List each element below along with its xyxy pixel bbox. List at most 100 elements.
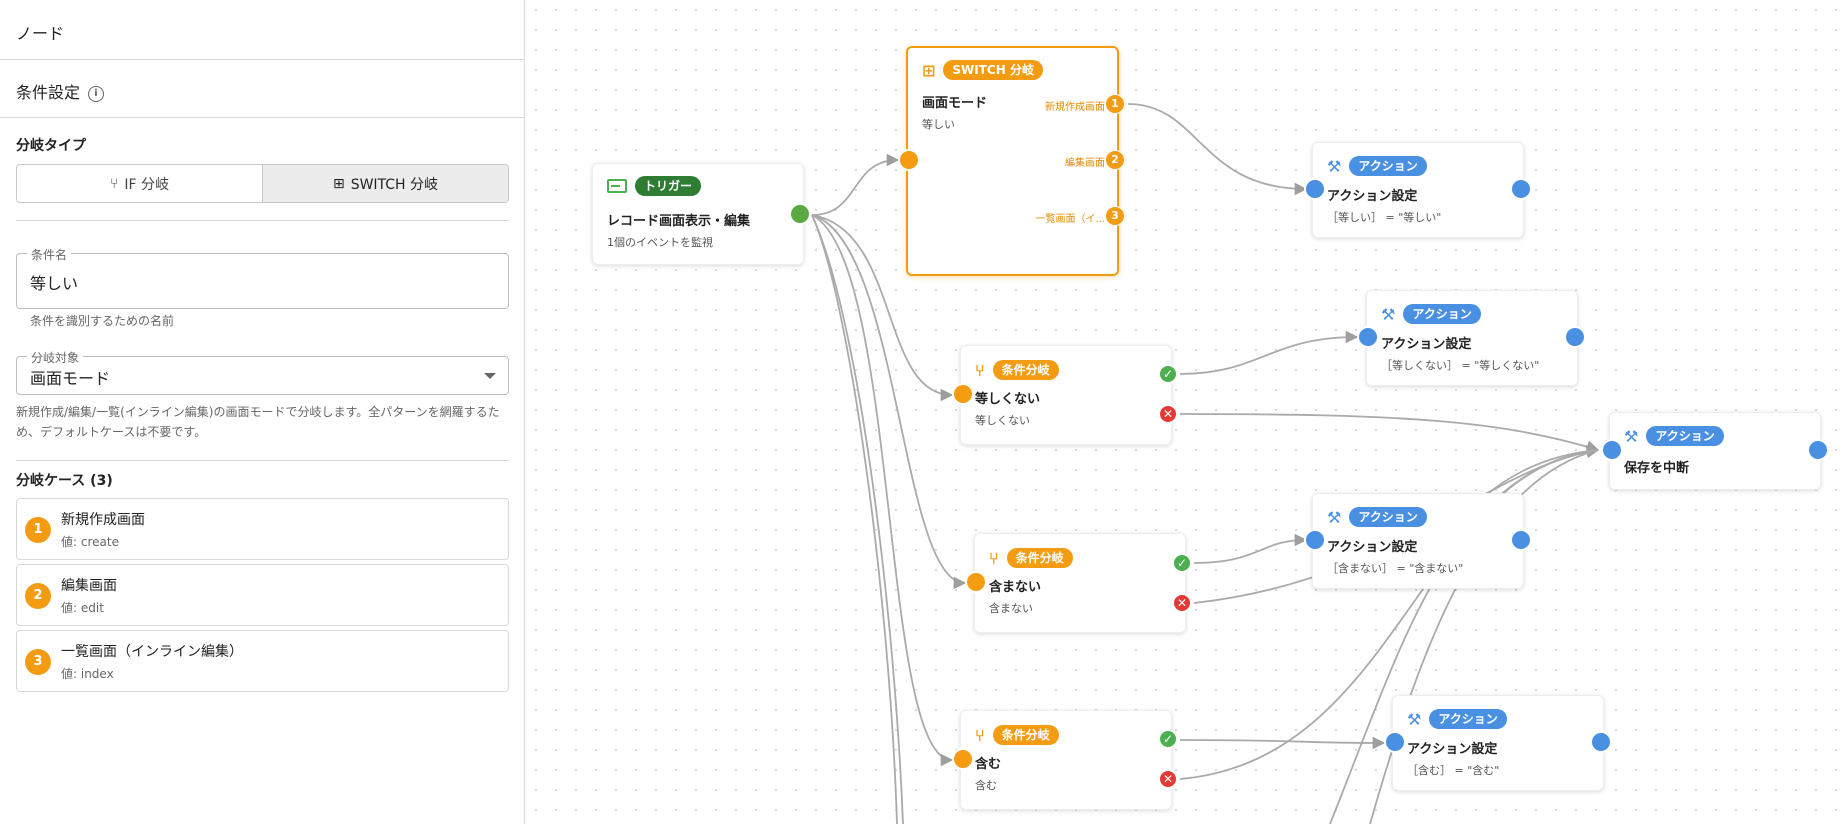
case-title: 一覧画面（インライン編集）: [61, 644, 243, 660]
node-subtitle: ［等しくない］ = "等しくない": [1381, 359, 1540, 372]
switch-branch-button[interactable]: ⊞ SWITCH 分岐: [262, 165, 508, 202]
action-input-port[interactable]: [1384, 731, 1406, 753]
node-header: ⑂ 条件分岐: [975, 725, 1059, 745]
tools-icon: ⚒: [1327, 507, 1342, 527]
switch-icon: ⊞: [922, 60, 936, 80]
if-branch-button[interactable]: ⑂ IF 分岐: [17, 165, 262, 202]
switch-input-port[interactable]: [898, 149, 920, 171]
node-header: ⚒ アクション: [1407, 709, 1507, 729]
node-subtitle: ［含まない］ = "含まない": [1327, 562, 1464, 575]
info-icon[interactable]: i: [88, 85, 105, 102]
condition-node[interactable]: ⑂ 条件分岐 含まない 含まない: [974, 533, 1186, 633]
switch-output-port[interactable]: 2: [1105, 150, 1125, 170]
action-badge: アクション: [1349, 156, 1427, 176]
close-icon[interactable]: ✕: [1158, 404, 1178, 424]
case-item[interactable]: 1 新規作成画面 値: create: [16, 498, 509, 560]
branch-description: 新規作成/編集/一覧(インライン編集)の画面モードで分岐します。全パターンを網羅…: [16, 405, 500, 439]
case-number: 3: [25, 649, 51, 675]
condition-input-port[interactable]: [952, 383, 974, 405]
node-header: ⊞ SWITCH 分岐: [922, 60, 1043, 80]
condition-input-port[interactable]: [965, 571, 987, 593]
branch-target-legend: 分岐対象: [27, 349, 84, 366]
tools-icon: ⚒: [1407, 709, 1422, 729]
branch-icon: ⑂: [975, 725, 985, 745]
action-input-port[interactable]: [1357, 326, 1379, 348]
node-title: 含む: [975, 757, 1002, 772]
check-icon[interactable]: ✓: [1158, 729, 1178, 749]
section-header: 条件設定 i: [0, 60, 525, 118]
trigger-icon: [607, 179, 627, 193]
action-input-port[interactable]: [1601, 439, 1623, 461]
action-output-port[interactable]: [1564, 326, 1586, 348]
close-icon[interactable]: ✕: [1158, 769, 1178, 789]
node-title: アクション設定: [1407, 742, 1498, 757]
node-subtitle: 1個のイベントを監視: [607, 236, 713, 249]
check-icon[interactable]: ✓: [1172, 553, 1192, 573]
condition-name-helper: 条件を識別するための名前: [30, 314, 175, 328]
condition-name-legend: 条件名: [27, 246, 72, 263]
case-title: 新規作成画面: [61, 512, 145, 528]
action-badge: アクション: [1403, 304, 1481, 324]
case-number: 2: [25, 583, 51, 609]
action-output-port[interactable]: [1510, 529, 1532, 551]
switch-badge: SWITCH 分岐: [943, 60, 1043, 80]
action-output-port[interactable]: [1590, 731, 1612, 753]
condition-badge: 条件分岐: [1006, 548, 1073, 568]
node-subtitle: 等しくない: [975, 414, 1030, 427]
switch-output-label: 一覧画面（イ...: [1035, 214, 1105, 225]
branch-target-select[interactable]: 分岐対象 画面モード: [16, 349, 509, 395]
condition-node[interactable]: ⑂ 条件分岐 等しくない 等しくない: [960, 345, 1172, 445]
action-node[interactable]: ⚒ アクション アクション設定 ［含む］ = "含む": [1392, 695, 1604, 791]
switch-branch-label: SWITCH 分岐: [350, 176, 439, 193]
switch-node[interactable]: ⊞ SWITCH 分岐 画面モード 等しい 新規作成画面 編集画面 一覧画面（イ…: [906, 46, 1119, 276]
node-title: アクション設定: [1327, 189, 1418, 204]
condition-node[interactable]: ⑂ 条件分岐 含む 含む: [960, 710, 1172, 810]
case-value: 値: index: [61, 667, 114, 681]
node-subtitle: 等しい: [922, 118, 955, 131]
stop-save-node[interactable]: ⚒ アクション 保存を中断: [1609, 412, 1821, 490]
switch-output-port[interactable]: 1: [1105, 94, 1125, 114]
action-node[interactable]: ⚒ アクション アクション設定 ［等しくない］ = "等しくない": [1366, 290, 1578, 386]
tools-icon: ⚒: [1327, 156, 1342, 176]
branch-target-value: 画面モード: [30, 369, 111, 388]
action-input-port[interactable]: [1304, 178, 1326, 200]
node-title: 画面モード: [922, 96, 988, 111]
branch-icon: ⑂: [109, 175, 119, 192]
switch-output-label: 新規作成画面: [1045, 102, 1105, 113]
action-input-port[interactable]: [1304, 529, 1326, 551]
action-node[interactable]: ⚒ アクション アクション設定 ［等しい］ = "等しい": [1312, 142, 1524, 238]
node-title: レコード画面表示・編集: [607, 214, 751, 229]
condition-name-field[interactable]: 条件名 等しい: [16, 246, 509, 309]
node-title: 含まない: [989, 580, 1042, 595]
action-node[interactable]: ⚒ アクション アクション設定 ［含まない］ = "含まない": [1312, 493, 1524, 589]
node-subtitle: 含む: [975, 779, 997, 792]
switch-output-label: 編集画面: [1065, 158, 1105, 169]
node-header: ⑂ 条件分岐: [975, 360, 1059, 380]
case-title: 編集画面: [61, 578, 117, 594]
close-icon[interactable]: ✕: [1172, 593, 1192, 613]
trigger-output-port[interactable]: [789, 203, 811, 225]
trigger-badge: トリガー: [635, 176, 702, 196]
node-header: ⚒ アクション: [1381, 304, 1481, 324]
case-item[interactable]: 2 編集画面 値: edit: [16, 564, 509, 626]
action-output-port[interactable]: [1807, 439, 1829, 461]
node-header: ⚒ アクション: [1327, 507, 1427, 527]
trigger-node[interactable]: トリガー レコード画面表示・編集 1個のイベントを監視: [592, 163, 804, 265]
condition-input-port[interactable]: [952, 748, 974, 770]
node-subtitle: ［含む］ = "含む": [1407, 764, 1500, 777]
condition-badge: 条件分岐: [992, 360, 1059, 380]
switch-output-port[interactable]: 3: [1105, 206, 1125, 226]
case-item[interactable]: 3 一覧画面（インライン編集） 値: index: [16, 630, 509, 692]
node-header: トリガー: [607, 176, 702, 196]
section-title-wrap: 条件設定 i: [16, 79, 105, 103]
cases-label: 分岐ケース (3): [16, 473, 113, 489]
node-subtitle: 含まない: [989, 602, 1033, 615]
action-output-port[interactable]: [1510, 178, 1532, 200]
node-header: ⚒ アクション: [1327, 156, 1427, 176]
check-icon[interactable]: ✓: [1158, 364, 1178, 384]
section-title: 条件設定: [16, 83, 81, 102]
if-branch-label: IF 分岐: [124, 176, 170, 193]
node-title: アクション設定: [1327, 540, 1418, 555]
action-badge: アクション: [1429, 709, 1507, 729]
